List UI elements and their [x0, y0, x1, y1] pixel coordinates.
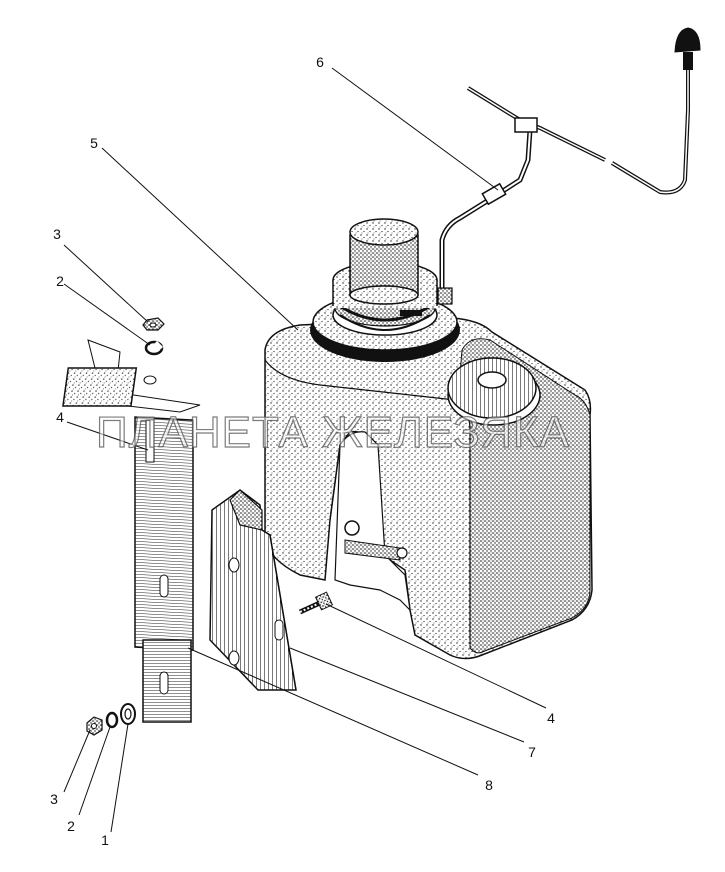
callout-7: 7: [528, 744, 536, 760]
callout-3-top: 3: [53, 226, 61, 242]
callout-8: 8: [485, 777, 493, 793]
washer-hose: [439, 70, 690, 292]
callout-5: 5: [90, 135, 98, 151]
callout-4-right: 4: [547, 710, 555, 726]
flat-washer-bottom: [120, 703, 136, 725]
leader-lines: [63, 67, 547, 833]
callout-2-top: 2: [56, 273, 64, 289]
callout-2-bottom: 2: [67, 818, 75, 834]
nut-bottom: [86, 716, 103, 736]
callout-1: 1: [101, 832, 109, 848]
hose-tee-connector: [514, 117, 538, 133]
callout-3-bottom: 3: [50, 791, 58, 807]
washer-nozzle: [674, 27, 701, 70]
hose-fitting: [437, 287, 453, 305]
filler-cap: [447, 357, 541, 426]
mounting-bracket: [62, 339, 201, 723]
lock-washer-bottom: [105, 711, 119, 729]
pump-motor: [349, 218, 419, 305]
callout-4-left: 4: [56, 409, 64, 425]
lock-washer-top: [144, 340, 164, 356]
hose-clamp: [481, 182, 507, 206]
callout-6: 6: [316, 54, 324, 70]
bolt: [298, 591, 334, 615]
angle-bracket: [209, 489, 297, 691]
nut-top: [142, 317, 165, 331]
